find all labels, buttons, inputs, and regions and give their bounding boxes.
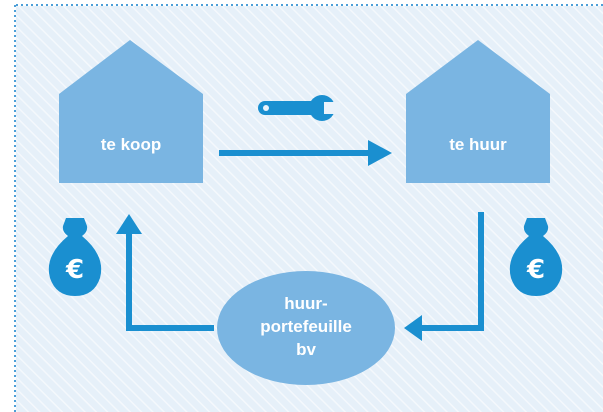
arrow-to-koop	[116, 214, 214, 331]
euro-symbol-left: €	[65, 255, 84, 285]
euro-symbol-right: €	[526, 255, 545, 285]
money-bag-icon: €	[48, 218, 102, 296]
house-te-koop-label: te koop	[101, 135, 161, 154]
money-bag-icon: €	[509, 218, 563, 296]
arrow-to-portefeuille	[404, 212, 484, 341]
arrow-to-huur	[219, 140, 392, 166]
house-te-koop: te koop	[59, 40, 203, 183]
ellipse-label-line1: huur-	[284, 294, 327, 313]
house-te-huur-label: te huur	[449, 135, 507, 154]
wrench-icon	[258, 95, 340, 121]
ellipse-label-line2: portefeuille	[260, 317, 352, 336]
house-te-huur: te huur	[406, 40, 550, 183]
ellipse-label-line3: bv	[296, 340, 316, 359]
huurportefeuille-ellipse: huur- portefeuille bv	[217, 271, 395, 385]
